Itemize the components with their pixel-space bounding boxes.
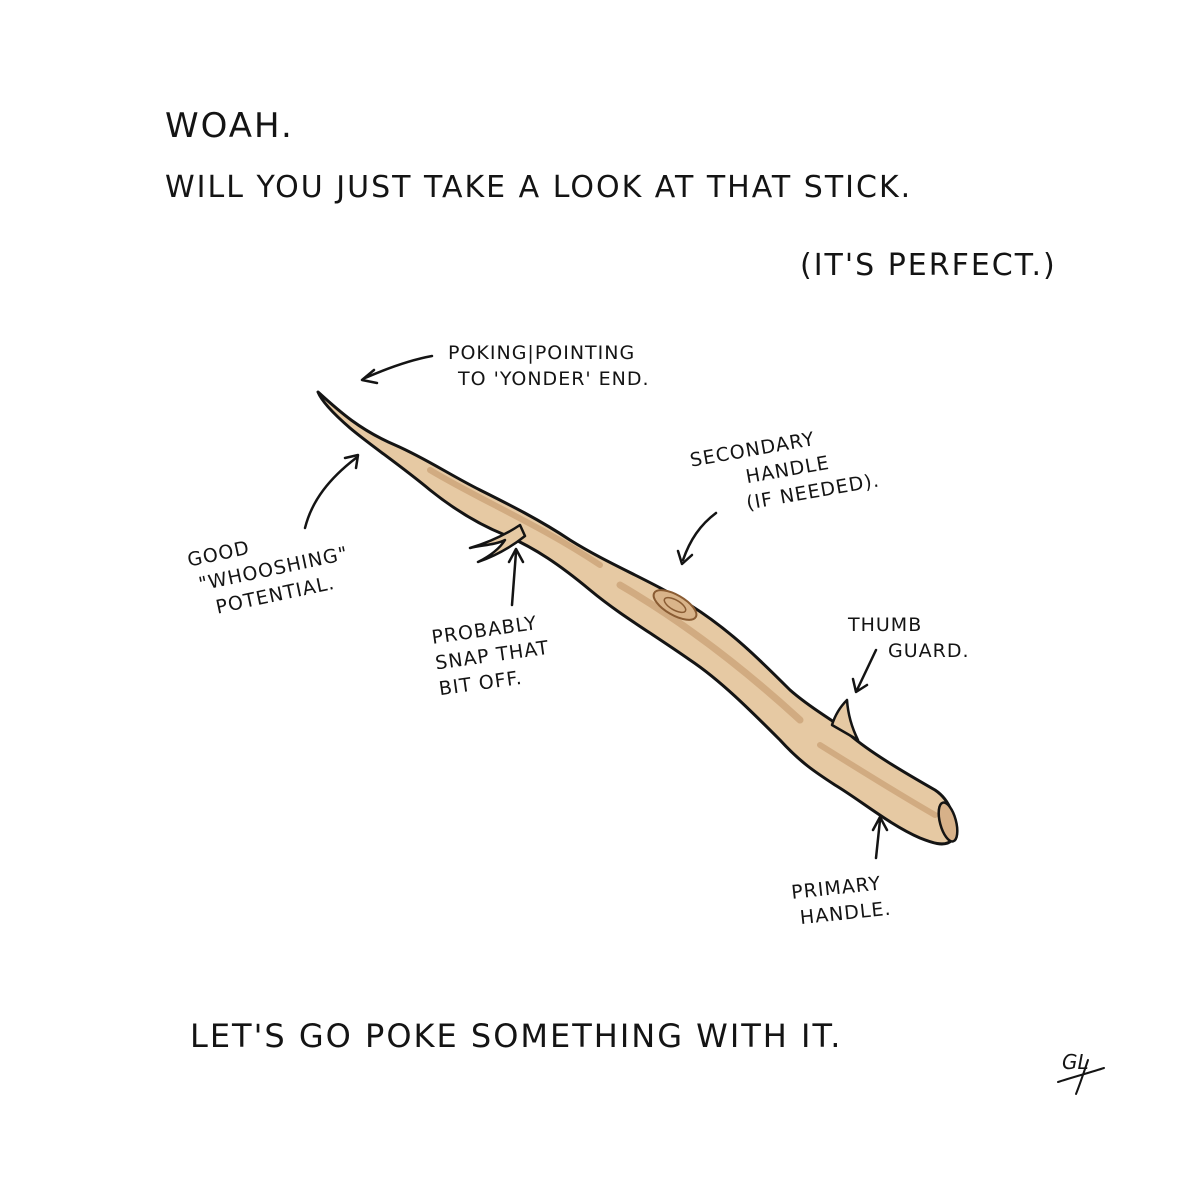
tip-arrow (363, 354, 434, 380)
headline-perfect: (It's Perfect.) (800, 248, 1057, 283)
whoosh-arrow (303, 456, 358, 530)
secondary-arrow (681, 511, 718, 562)
annotation-primary: Primary Handle. (790, 870, 893, 932)
snap-arrow (510, 550, 518, 607)
annotation-thumb: Thumb Guard. (848, 612, 970, 664)
signature-mark (1057, 1059, 1105, 1095)
headline-woah: Woah. (165, 98, 294, 156)
annotation-tip-line2: To 'Yonder' End. (458, 368, 650, 390)
annotation-thumb-line2: Guard. (888, 640, 970, 662)
headline-woah-text: Woah. (165, 106, 294, 146)
stick-end (937, 801, 959, 843)
thumb-arrow (855, 648, 878, 692)
side-twig (468, 523, 527, 564)
signature: GL (1062, 1050, 1089, 1074)
annotation-thumb-line1: Thumb (848, 614, 923, 636)
footer-caption: Let's Go Poke Something With It. (190, 1017, 843, 1055)
annotation-tip: Poking|Pointing To 'Yonder' End. (448, 340, 650, 392)
annotation-snap: Probably Snap That Bit Off. (430, 609, 555, 702)
thumb-guard-spike (830, 698, 860, 742)
annotation-tip-line1: Poking|Pointing (448, 342, 636, 364)
headline-main: Will You Just Take A Look At That Stick. (165, 170, 913, 205)
primary-arrow (874, 818, 882, 860)
